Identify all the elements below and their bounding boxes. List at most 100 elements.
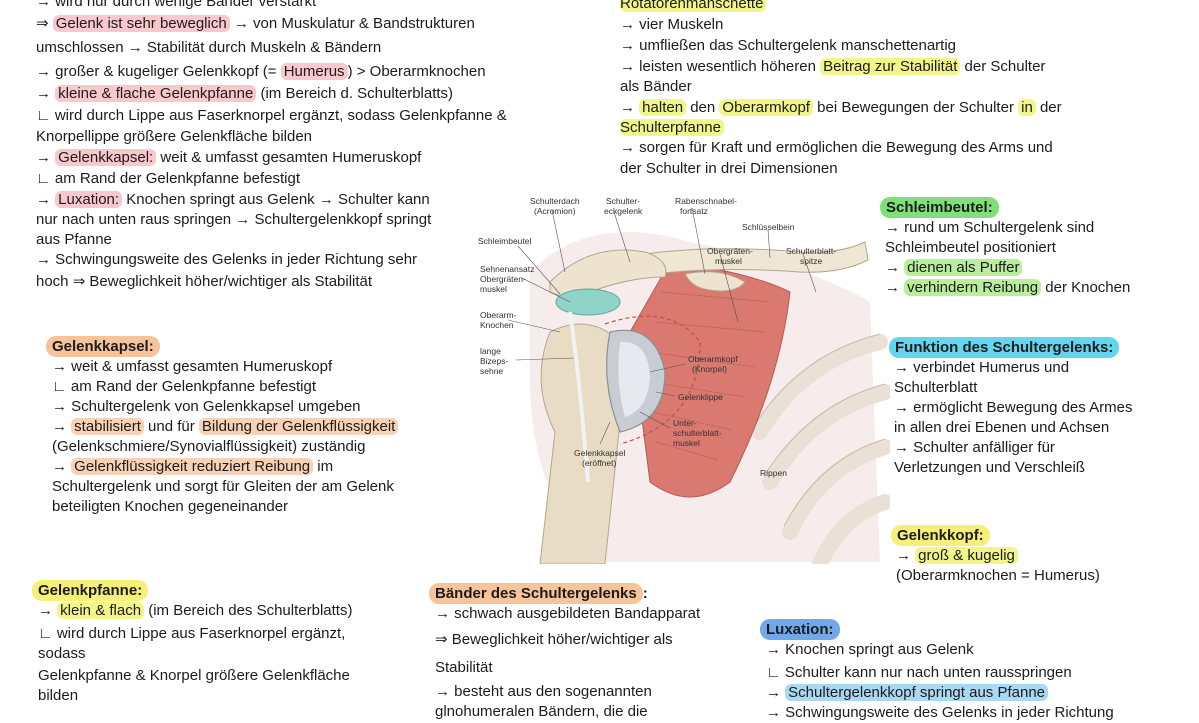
note-line: → kleine & flache Gelenkpfanne (im Berei… xyxy=(36,85,454,102)
note-line: ∟ am Rand der Gelenkpfanne befestigt xyxy=(36,170,301,187)
label-bizeps-2: Bizeps- xyxy=(480,356,509,366)
label-sehnenansatz: Sehnenansatz xyxy=(480,264,534,274)
note-line: → besteht aus den sogenannten xyxy=(435,683,652,700)
label-oberarmknochen: Oberarm- xyxy=(480,310,517,320)
note-line: Verletzungen und Verschleiß xyxy=(894,459,1085,476)
note-line: ∟ wird durch Lippe aus Faserknorpel ergä… xyxy=(38,625,346,642)
note-line: glnohumeralen Bändern, die die xyxy=(435,703,648,720)
label-unterschulter-2: schulterblatt- xyxy=(673,428,722,438)
note-line: → verbindet Humerus und xyxy=(894,359,1070,376)
note-line: (Oberarmknochen = Humerus) xyxy=(896,567,1100,584)
note-line: → rund um Schultergelenk sind xyxy=(885,219,1095,236)
label-rabenschnabel-2: fortsatz xyxy=(680,206,708,216)
note-line: beteiligten Knochen gegeneinander xyxy=(52,498,289,515)
label-gelenkkapsel-2: (eröffnet) xyxy=(582,458,617,468)
note-line: → verhindern Reibung der Knochen xyxy=(885,279,1131,296)
label-obergraeten-2: muskel xyxy=(715,256,742,266)
note-line: ⇒ Gelenk ist sehr beweglich → von Muskul… xyxy=(36,15,475,32)
note-line: bilden xyxy=(38,687,79,704)
note-line: → Schultergelenk von Gelenkkapsel umgebe… xyxy=(52,398,361,415)
section-heading: Gelenkkapsel: xyxy=(46,336,398,357)
note-line: → großer & kugeliger Gelenkkopf (= Humer… xyxy=(36,63,486,80)
note-line: Schulterblatt xyxy=(894,379,978,396)
ribs-shape xyxy=(752,334,890,564)
label-schleimbeutel: Schleimbeutel xyxy=(478,236,532,246)
note-line: hoch ⇒ Beweglichkeit höher/wichtiger als… xyxy=(36,273,373,290)
note-line: umschlossen → Stabilität durch Muskeln &… xyxy=(36,39,382,56)
label-oberarmkopf: Oberarmkopf xyxy=(688,354,738,364)
note-line: nur nach unten raus springen → Schulterg… xyxy=(36,211,432,228)
gelenkkapsel-section: Gelenkkapsel: → weit & umfasst gesamten … xyxy=(46,336,399,517)
gelenkkopf-section: Gelenkkopf: → groß & kugelig (Oberarmkno… xyxy=(891,525,1100,586)
section-heading: Schleimbeutel: xyxy=(880,197,1130,218)
label-sehnenansatz-2: Obergräten- xyxy=(480,274,526,284)
note-line: → halten den Oberarmkopf bei Bewegungen … xyxy=(620,99,1062,116)
note-line: → Schwingungsweite des Gelenks in jeder … xyxy=(36,251,418,268)
label-unterschulter: Unter- xyxy=(673,418,697,428)
label-schultereck: Schulter- xyxy=(606,196,640,206)
note-line: → Schwingungsweite des Gelenks in jeder … xyxy=(766,704,1114,721)
label-unterschulter-3: muskel xyxy=(673,438,700,448)
note-line: Knorpellippe größere Gelenkfläche bilden xyxy=(36,128,313,145)
note-line: Gelenkpfanne & Knorpel größere Gelenkflä… xyxy=(38,667,350,684)
note-line: → schwach ausgebildeten Bandapparat xyxy=(435,605,701,622)
note-line: (Gelenkschmiere/Synovialflüssigkeit) zus… xyxy=(52,438,366,455)
label-obergraeten: Obergräten- xyxy=(707,246,753,256)
note-line: → groß & kugelig xyxy=(891,546,1100,566)
note-line: sodass xyxy=(38,645,86,662)
luxation-section: Luxation: → Knochen springt aus Gelenk ∟… xyxy=(760,619,1114,723)
label-gelenkkapsel: Gelenkkapsel xyxy=(574,448,626,458)
note-line: ∟ wird durch Lippe aus Faserknorpel ergä… xyxy=(36,107,507,124)
note-line: → klein & flach (im Bereich des Schulter… xyxy=(38,602,353,619)
note-line: Schultergelenk und sorgt für Gleiten der… xyxy=(52,478,394,495)
note-line: → Gelenkflüssigkeit reduziert Reibung im xyxy=(52,458,334,475)
note-line: → vier Muskeln xyxy=(620,16,724,33)
section-heading: Funktion des Schultergelenks: xyxy=(889,337,1132,358)
label-schulterblatt: Schulterblatt- xyxy=(786,246,836,256)
label-bizeps: lange xyxy=(480,346,501,356)
note-line: der Schulter in drei Dimensionen xyxy=(620,160,838,177)
section-heading: Rotatorenmanschette xyxy=(620,0,1062,14)
note-line: aus Pfanne xyxy=(36,231,112,248)
note-line: → dienen als Puffer xyxy=(880,258,1130,278)
label-acromion: (Acromion) xyxy=(534,206,576,216)
baender-section: Bänder des Schultergelenks: → schwach au… xyxy=(429,583,700,722)
gelenkpfanne-section: Gelenkpfanne: → klein & flach (im Bereic… xyxy=(32,580,352,706)
label-bizeps-3: sehne xyxy=(480,366,503,376)
label-rippen: Rippen xyxy=(760,468,787,478)
note-line: → ermöglicht Bewegung des Armes xyxy=(894,399,1133,416)
note-line: → Schulter anfälliger für xyxy=(894,439,1055,456)
shoulder-anatomy-illustration: Schulterdach (Acromion) Schulter- eckgel… xyxy=(478,196,890,564)
label-oberarmkopf-2: (Knorpel) xyxy=(692,364,727,374)
note-line: → sorgen für Kraft und ermöglichen die B… xyxy=(620,139,1053,156)
section-heading: Gelenkkopf: xyxy=(891,525,1100,546)
label-schulterdach: Schulterdach xyxy=(530,196,580,206)
label-rabenschnabel: Rabenschnabel- xyxy=(675,196,737,206)
note-line: ∟ am Rand der Gelenkpfanne befestigt xyxy=(52,378,317,395)
note-line: Stabilität xyxy=(435,659,493,676)
note-line: → Knochen springt aus Gelenk xyxy=(766,641,974,658)
label-gelenklippe: Gelenklippe xyxy=(678,392,723,402)
note-line: Schleimbeutel positioniert xyxy=(885,239,1056,256)
label-schluesselbein: Schlüsselbein xyxy=(742,222,795,232)
section-heading: Luxation: xyxy=(760,619,1114,640)
schleimbeutel-section: Schleimbeutel: → rund um Schultergelenk … xyxy=(880,197,1130,298)
note-line: → Gelenkkapsel: weit & umfasst gesamten … xyxy=(36,149,422,166)
bursa-shape xyxy=(555,288,621,316)
note-line: → leisten wesentlich höheren Beitrag zur… xyxy=(620,58,1046,75)
note-line: ∟ Schulter kann nur nach unten raussprin… xyxy=(766,664,1072,681)
note-line: → wird nur durch wenige Bänder verstärkt xyxy=(36,0,317,10)
note-line: → Schultergelenkkopf springt aus Pfanne xyxy=(760,683,1114,703)
note-line: → Luxation: Knochen springt aus Gelenk →… xyxy=(36,191,430,208)
section-heading: Gelenkpfanne: xyxy=(32,580,352,601)
label-oberarmknochen-2: Knochen xyxy=(480,320,514,330)
note-line: → weit & umfasst gesamten Humeruskopf xyxy=(52,358,333,375)
note-line: Schulterpfanne xyxy=(620,118,1062,138)
note-line: → stabilisiert und für Bildung der Gelen… xyxy=(46,417,399,437)
note-line: als Bänder xyxy=(620,78,692,95)
rotator-section: Rotatorenmanschette → vier Muskeln → umf… xyxy=(620,0,1062,179)
label-sehnenansatz-3: muskel xyxy=(480,284,507,294)
topleft-notes: → wird nur durch wenige Bänder verstärkt… xyxy=(36,0,507,292)
label-schulterblatt-2: spitze xyxy=(800,256,822,266)
funktion-section: Funktion des Schultergelenks: → verbinde… xyxy=(889,337,1132,478)
